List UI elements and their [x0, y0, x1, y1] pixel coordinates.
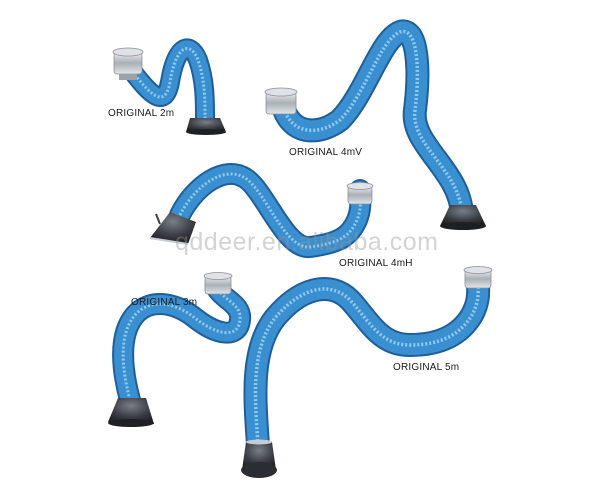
label-original-4mV: ORIGINAL 4mV [289, 147, 363, 158]
flange-5m [463, 266, 493, 289]
arm-original-5m [241, 266, 493, 478]
hood-4mH [149, 212, 196, 245]
hood-3m [108, 398, 154, 427]
arm-original-4mV [264, 19, 486, 230]
flange-4mH [346, 182, 374, 205]
flange-4mV [264, 87, 298, 115]
flange-3m [203, 272, 233, 295]
hood-2m [186, 118, 226, 135]
arm-original-4mH [149, 163, 374, 258]
hood-5m [241, 439, 277, 478]
arm-original-2m [112, 38, 226, 135]
label-original-5m: ORIGINAL 5m [393, 362, 460, 373]
watermark-text: qddeer.en.alibaba.com [175, 228, 439, 256]
label-original-2m: ORIGINAL 2m [108, 108, 175, 119]
label-original-4mH: ORIGINAL 4mH [339, 258, 413, 269]
hood-4mV [440, 205, 486, 230]
label-original-3m: ORIGINAL 3m [131, 297, 198, 308]
arm-original-3m [108, 272, 252, 427]
flange-2m [112, 47, 144, 80]
